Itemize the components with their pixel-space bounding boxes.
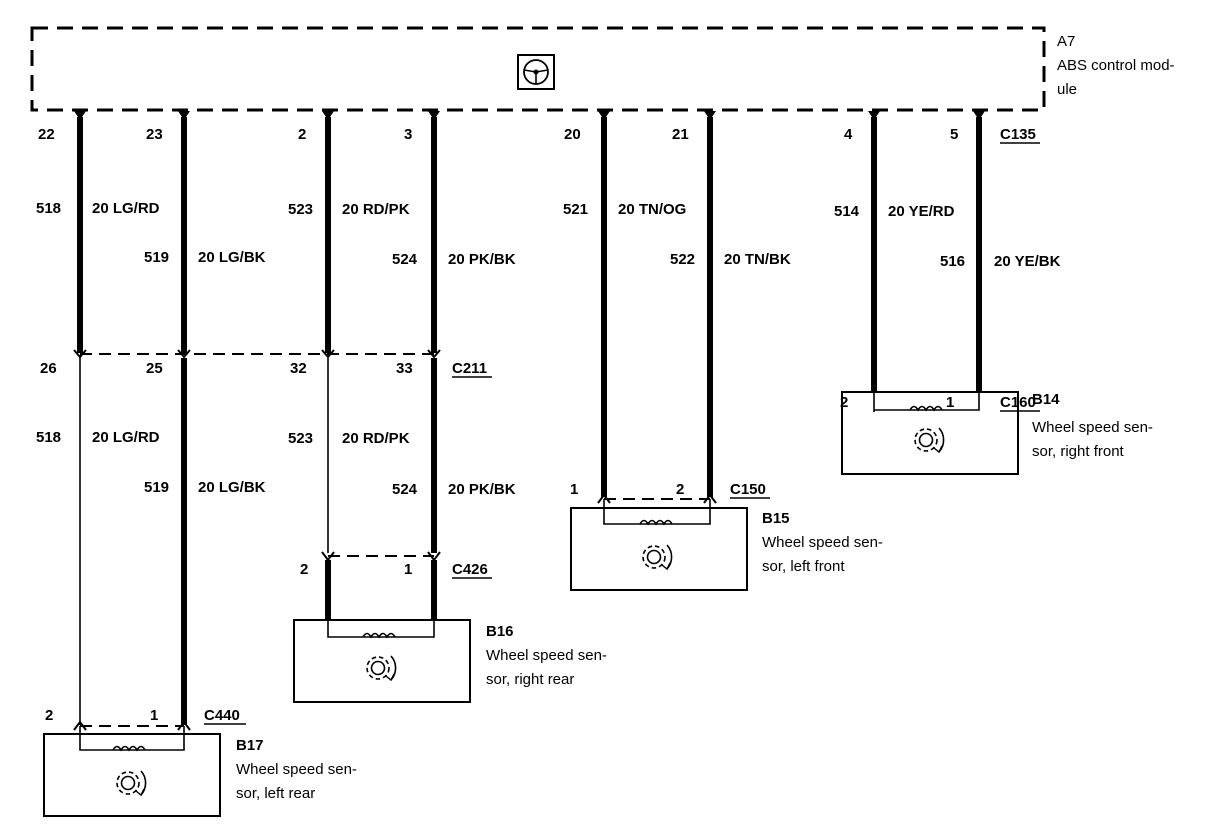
coil-icon: [603, 499, 711, 525]
coil-winding: [639, 519, 673, 526]
module-name-line2: ule: [1057, 81, 1077, 98]
wire-color-label: 20 TN/BK: [724, 251, 791, 268]
pin-label: 32: [290, 360, 307, 377]
wire-color-label: 20 YE/RD: [888, 203, 955, 220]
connector-c211: C211: [452, 360, 487, 377]
sensor-b17: [43, 720, 221, 817]
sensor-name-line1: Wheel speed sen-: [1032, 419, 1153, 436]
coil-winding: [362, 632, 396, 639]
pin-label: 1: [150, 707, 158, 724]
wire-color-label: 20 PK/BK: [448, 481, 516, 498]
circuit-number: 522: [670, 251, 695, 268]
labels-right-rear: 2 3 523 20 RD/PK 524 20 PK/BK 32 33 C211…: [288, 126, 607, 688]
module-id: A7: [1057, 33, 1075, 50]
pin-label: 26: [40, 360, 57, 377]
labels-left-rear: 22 23 518 20 LG/RD 519 20 LG/BK 26 25 51…: [36, 126, 357, 802]
pin-label: 25: [146, 360, 163, 377]
sensor-b15-body: [570, 507, 748, 591]
abs-control-module: A7 ABS control mod- ule: [30, 26, 1175, 112]
pin-label: 3: [404, 126, 412, 143]
sensor-name-line2: sor, left rear: [236, 785, 315, 802]
wire-color-label: 20 LG/BK: [198, 249, 266, 266]
circuit-number: 518: [36, 429, 61, 446]
circuit-number: 519: [144, 249, 169, 266]
wire-color-label: 20 RD/PK: [342, 201, 410, 218]
sensor-name-line2: sor, left front: [762, 558, 845, 575]
sensor-name-line1: Wheel speed sen-: [486, 647, 607, 664]
pin-label: 22: [38, 126, 55, 143]
sensor-b16-body: [293, 619, 471, 703]
circuit-number: 514: [834, 203, 860, 220]
wire-color-label: 20 YE/BK: [994, 253, 1061, 270]
connector-arrows: [74, 111, 985, 120]
sensor-id: B15: [762, 510, 790, 527]
sensor-b14-body: [841, 391, 1019, 475]
sensor-id: B16: [486, 623, 514, 640]
pin-label: 1: [404, 561, 412, 578]
connector-c150: C150: [730, 481, 766, 498]
sensor-b15: [570, 493, 748, 591]
module-name-line1: ABS control mod-: [1057, 57, 1175, 74]
coil-icon: [79, 726, 185, 751]
circuit-number: 516: [940, 253, 965, 270]
pin-label: 2: [840, 394, 848, 411]
coil-winding: [112, 745, 146, 752]
sensor-name-line2: sor, right rear: [486, 671, 574, 688]
wire-color-label: 20 LG/RD: [92, 429, 160, 446]
sensor-b17-body: [43, 733, 221, 817]
pin-label: 2: [300, 561, 308, 578]
pin-label: 33: [396, 360, 413, 377]
connector-c426: C426: [452, 561, 488, 578]
circuit-number: 519: [144, 479, 169, 496]
sensor-b16: [293, 551, 471, 703]
circuit-number: 523: [288, 430, 313, 447]
wire-color-label: 20 RD/PK: [342, 430, 410, 447]
sensor-b14: [841, 391, 1019, 475]
coil-icon: [327, 620, 435, 638]
connector-c160: C160: [1000, 394, 1036, 411]
pin-label: 2: [298, 126, 306, 143]
wire-color-label: 20 LG/BK: [198, 479, 266, 496]
pin-label: 1: [570, 481, 578, 498]
pin-label: 4: [844, 126, 853, 143]
circuit-number: 518: [36, 200, 61, 217]
pin-label: 23: [146, 126, 163, 143]
pin-label: 1: [946, 394, 954, 411]
pin-label: 5: [950, 126, 958, 143]
circuit-number: 524: [392, 251, 418, 268]
pin-label: 20: [564, 126, 581, 143]
sensor-name-line1: Wheel speed sen-: [236, 761, 357, 778]
connector-c440: C440: [204, 707, 240, 724]
pin-label: 2: [676, 481, 684, 498]
steering-wheel-icon: [517, 54, 555, 90]
pin-label: 21: [672, 126, 689, 143]
sensor-id: B17: [236, 737, 264, 754]
wire-color-label: 20 LG/RD: [92, 200, 160, 217]
inline-connector-c211: [73, 349, 441, 359]
wires: [77, 117, 982, 725]
module-outline: [30, 26, 1046, 112]
sensor-name-line1: Wheel speed sen-: [762, 534, 883, 551]
wire-color-label: 20 PK/BK: [448, 251, 516, 268]
circuit-number: 521: [563, 201, 588, 218]
pin-label: 2: [45, 707, 53, 724]
circuit-number: 524: [392, 481, 418, 498]
connector-c135: C135: [1000, 126, 1036, 143]
coil-winding: [909, 405, 943, 412]
circuit-number: 523: [288, 201, 313, 218]
sensor-name-line2: sor, right front: [1032, 443, 1125, 460]
labels-right-front: 4 5 C135 514 20 YE/RD 516 20 YE/BK 2 1 C…: [834, 126, 1153, 460]
wire-color-label: 20 TN/OG: [618, 201, 686, 218]
sensor-id: B14: [1032, 391, 1060, 408]
labels-left-front: 20 21 521 20 TN/OG 522 20 TN/BK 1 2 C150…: [563, 126, 883, 575]
